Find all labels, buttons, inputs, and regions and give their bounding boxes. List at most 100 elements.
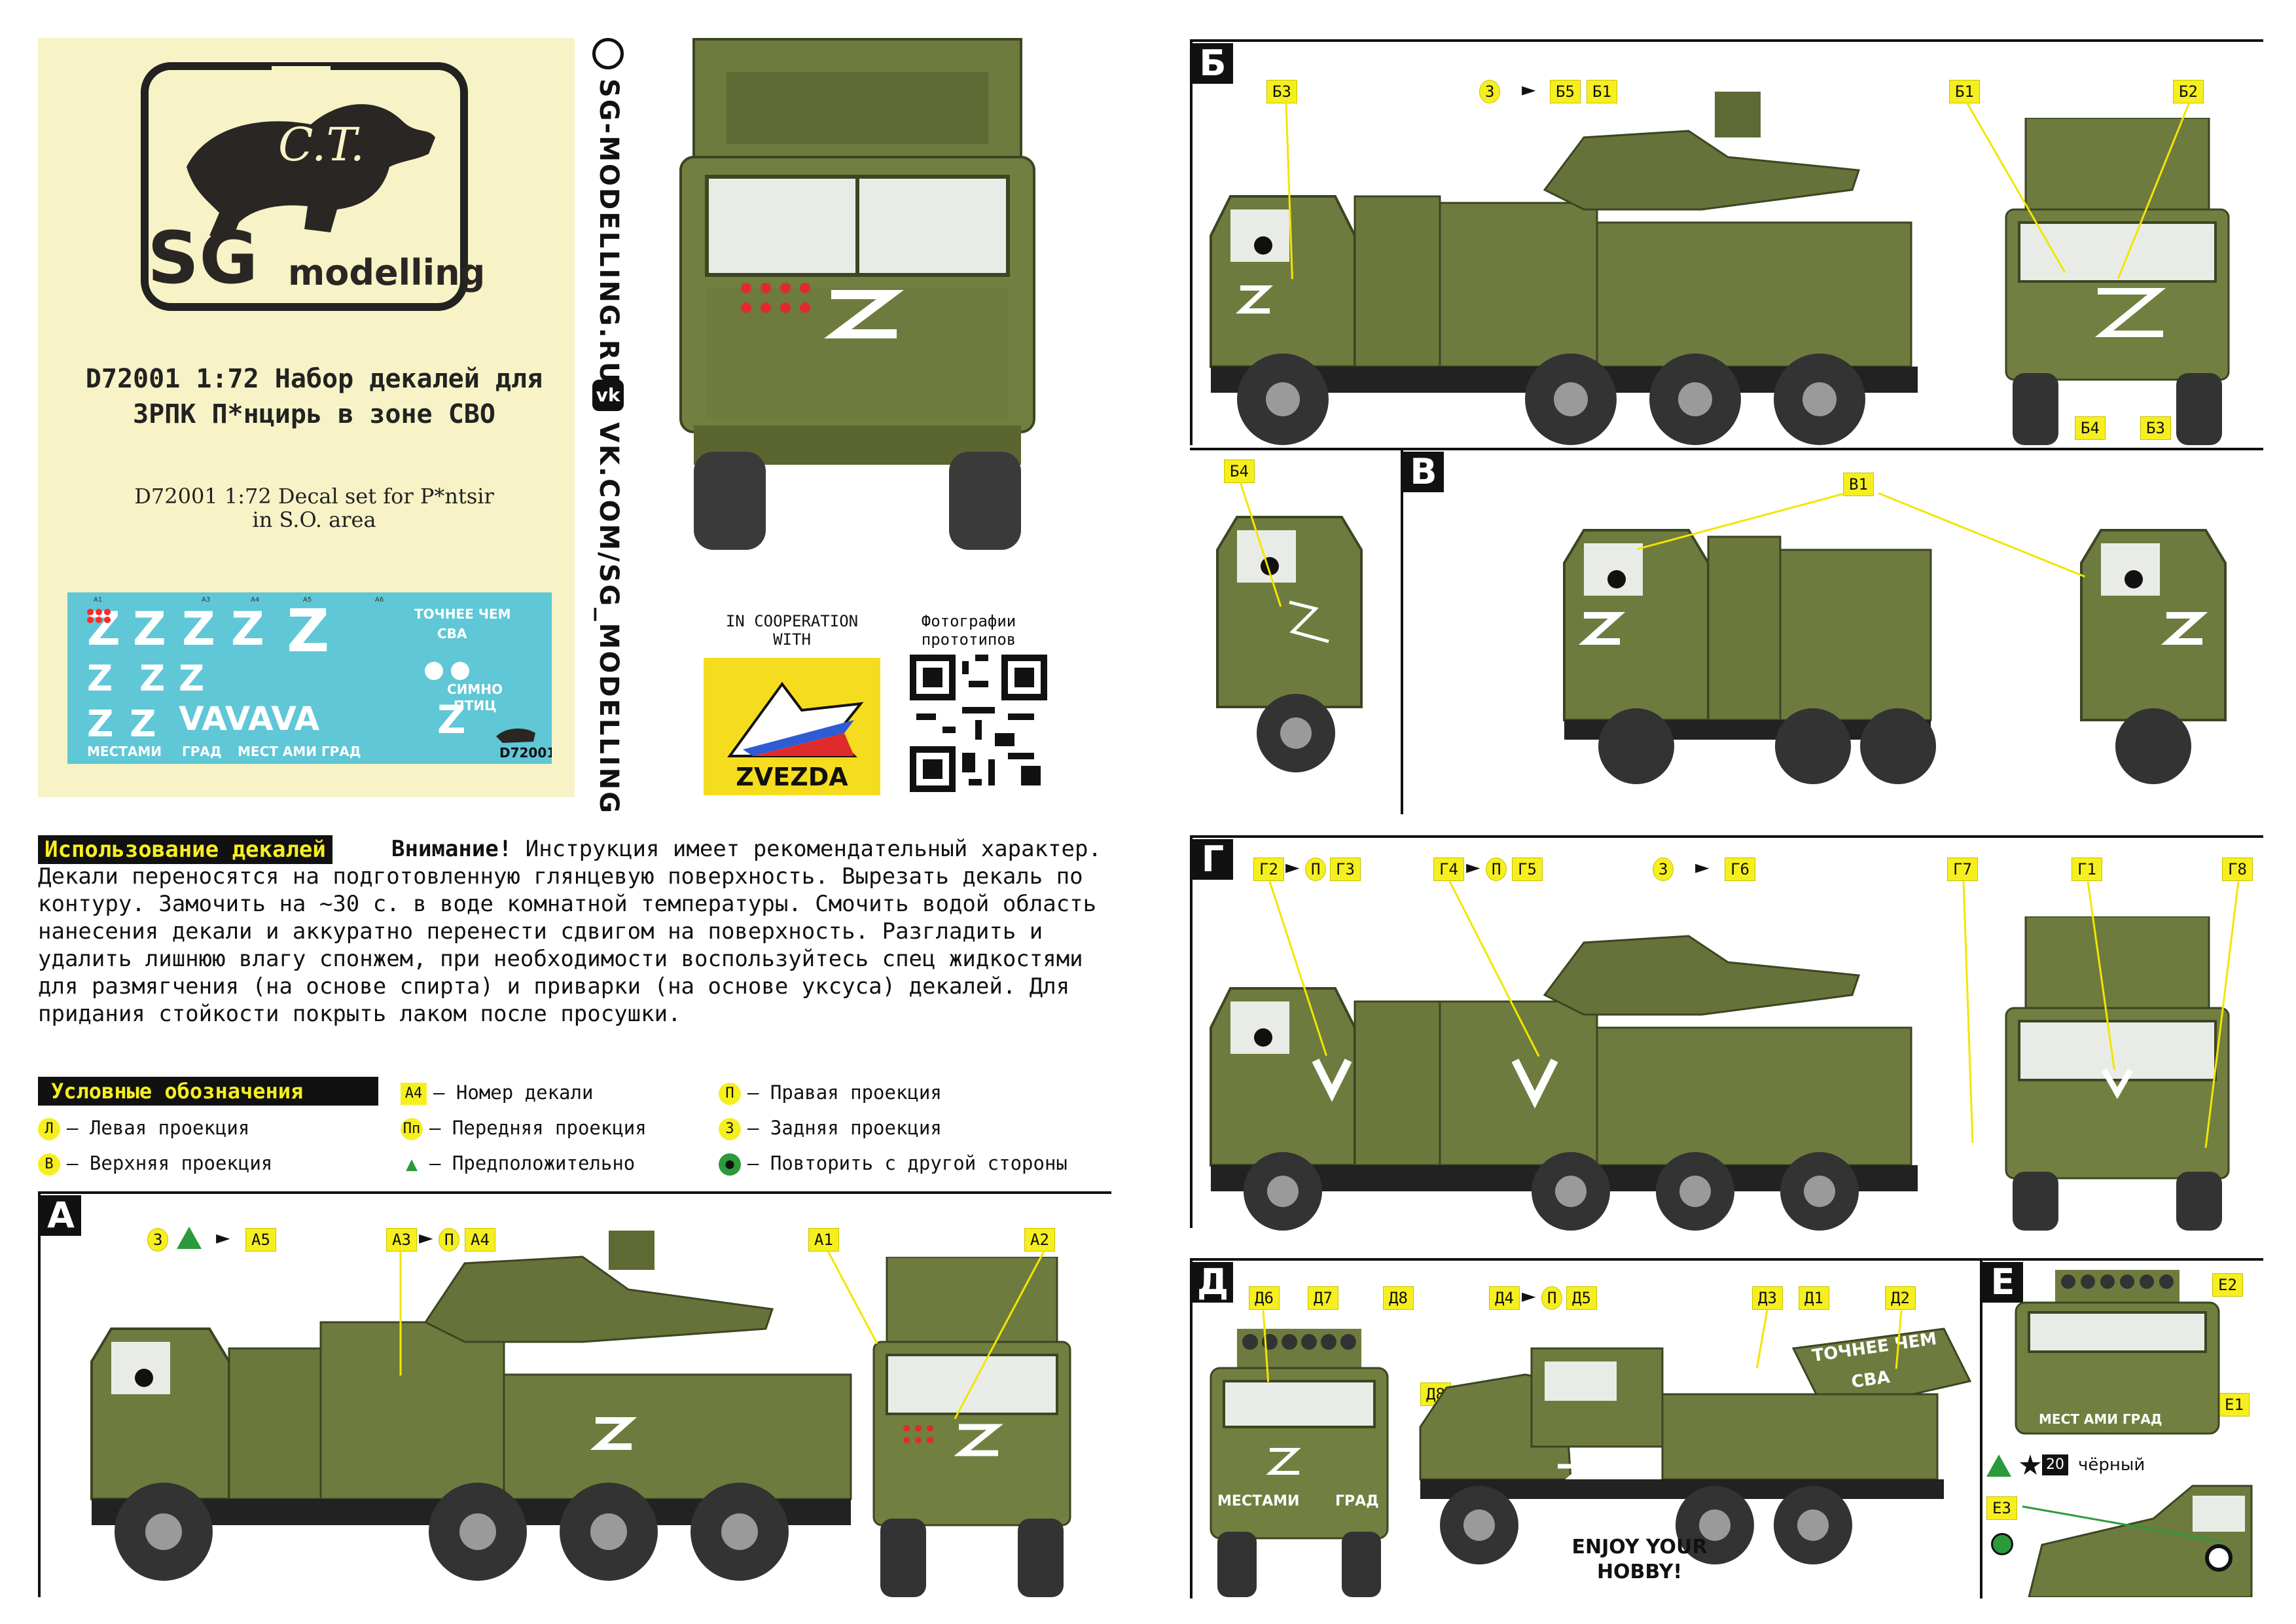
section-b-front-truck (2005, 118, 2230, 445)
legend-item-assumed: ▲– Предположительно (405, 1152, 636, 1176)
decal-grad: ГРАД (182, 744, 222, 759)
chernyi-label: чёрный (2078, 1455, 2145, 1475)
svg-text:Z: Z (87, 703, 114, 746)
d-front-mestami: МЕСТАМИ (1217, 1493, 1299, 1509)
tag-e1: Е1 (2219, 1393, 2250, 1416)
usage-warning: Внимание! (391, 836, 512, 862)
section-g-side-truck (1210, 935, 1918, 1231)
legend-item-left: Л– Левая проекция (38, 1117, 249, 1140)
assumed-icon-e (1986, 1454, 2011, 1477)
title-ru: D72001 1:72 Набор декалей для ЗРПК П*нци… (85, 364, 543, 429)
section-d-front-truck: МЕСТАМИ ГРАД (1210, 1329, 1389, 1597)
divider-g-left (1190, 835, 1193, 1228)
tag-d7: Д7 (1308, 1286, 1338, 1310)
decal-tochnee: ТОЧНЕЕ ЧЕМ (414, 606, 511, 622)
svg-text:Z: Z (287, 597, 329, 666)
legend-item-right: П– Правая проекция (719, 1081, 942, 1105)
vk-link[interactable]: VK.COM/SG_MODELLING (594, 422, 624, 816)
front-view-truck-large (679, 38, 1035, 550)
site-link[interactable]: SG-MODELLING.RU (594, 79, 624, 386)
tag-g5: Г5 (1512, 857, 1543, 881)
legend-item-front: Пп– Передняя проекция (401, 1117, 647, 1140)
leader-a3 (399, 1251, 402, 1376)
section-v-side-truck (1563, 529, 1936, 784)
tag-a5: А5 (245, 1228, 276, 1252)
usage-body: Внимание! Инструкция имеет рекомендатель… (38, 835, 1111, 1028)
arrow-a2: ► (419, 1227, 433, 1248)
section-a-front-truck (872, 1257, 1071, 1597)
tag-d6: Д6 (1249, 1286, 1280, 1310)
zvezda-logo: ZVEZDA (704, 658, 880, 795)
tag-v1: В1 (1843, 473, 1874, 496)
divider-d-top (1190, 1258, 2263, 1261)
divider-b-bottom (1190, 448, 2263, 450)
legend-item-rear: З– Задняя проекция (719, 1117, 942, 1140)
section-e-letter: Е (1982, 1262, 2023, 1303)
section-g-front-truck (2005, 916, 2230, 1231)
coop-text: IN COOPERATION WITH (725, 612, 859, 649)
arrow-a1: ► (216, 1227, 230, 1248)
divider-v-left (1401, 448, 1403, 814)
photos-text: Фотографии прототипов (921, 612, 1016, 649)
twenty-badge: 20 (2042, 1454, 2068, 1475)
section-d-side-truck: ТОЧНЕЕ ЧЕМ СВА (1419, 1327, 1972, 1564)
arrow-d1: ► (1522, 1285, 1536, 1307)
svg-text:A5: A5 (303, 596, 312, 604)
vk-icon: vk (592, 380, 624, 411)
svg-text:Z: Z (139, 658, 165, 699)
tag-b1-front: Б1 (1949, 80, 1980, 103)
section-d-letter: Д (1193, 1262, 1233, 1303)
arrow-g3: ► (1695, 856, 1710, 878)
usage-text: Инструкция имеет рекомендательный характ… (38, 836, 1102, 1027)
arrow-g1: ► (1285, 856, 1300, 878)
svg-text:A3: A3 (202, 596, 210, 604)
svg-text:A6: A6 (375, 596, 384, 604)
tag-a-p: П (439, 1228, 460, 1252)
tag-a-z: З (147, 1228, 169, 1252)
section-b4-cab (1216, 516, 1363, 772)
tag-g1: Г1 (2072, 857, 2102, 881)
section-b-letter: Б (1193, 43, 1233, 84)
legend-item-decal-number: А4– Номер декали (401, 1081, 593, 1105)
divider-a-left (38, 1191, 41, 1597)
decal-sva: СВА (437, 626, 467, 641)
tag-d5: Д5 (1566, 1286, 1597, 1310)
svg-text:Z: Z (179, 658, 204, 699)
svg-text:Z: Z (182, 602, 215, 656)
decal-ptitsa: ПТИЦ (454, 698, 497, 713)
section-e-cab-side (2028, 1485, 2253, 1597)
legend-item-repeat: ●– Повторить с другой стороны (719, 1152, 1067, 1176)
divider-b-top (1190, 39, 2263, 42)
section-g-letter: Г (1193, 839, 1233, 880)
tag-g8: Г8 (2222, 857, 2253, 881)
tag-g6: Г6 (1725, 857, 1755, 881)
tag-g2: Г2 (1253, 857, 1284, 881)
divider-d-left (1190, 1258, 1193, 1598)
divider-center (1152, 26, 1155, 1610)
tag-a4: А4 (465, 1228, 495, 1252)
tag-b3-front: Б3 (2140, 416, 2171, 440)
tag-d3: Д3 (1752, 1286, 1783, 1310)
tag-g-p2: П (1486, 857, 1507, 881)
svg-text:Z: Z (437, 697, 466, 743)
divider-g-top (1190, 835, 2263, 838)
tag-b3-top: Б3 (1266, 80, 1297, 103)
section-v-cab-right (2080, 529, 2227, 784)
brand-initials: SG (147, 216, 259, 300)
decal-simno: СИМНО (447, 681, 503, 697)
qr-code[interactable] (910, 655, 1047, 792)
tag-b2: Б2 (2173, 80, 2204, 103)
svg-text:Z: Z (130, 703, 156, 746)
svg-text:A1: A1 (94, 596, 102, 604)
decal-mestami2: МЕСТ АМИ ГРАД (238, 744, 361, 759)
e-mestami-grad: МЕСТ АМИ ГРАД (2039, 1411, 2162, 1427)
tag-e3: Е3 (1986, 1496, 2017, 1520)
svg-text:Z: Z (231, 602, 264, 656)
tag-g7: Г7 (1947, 857, 1978, 881)
divider-e-left (1980, 1258, 1982, 1598)
divider-b-left (1190, 39, 1193, 445)
tag-e2: Е2 (2212, 1273, 2243, 1297)
sg-logo: C.T. (141, 62, 468, 311)
